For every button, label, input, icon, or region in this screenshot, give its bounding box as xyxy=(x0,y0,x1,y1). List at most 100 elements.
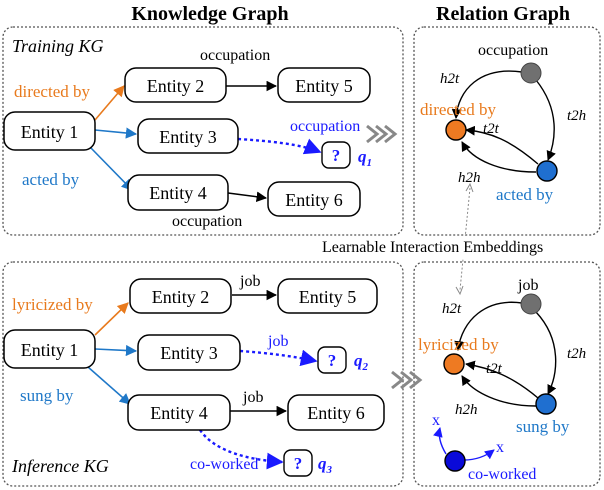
edge-co-worked-query xyxy=(199,429,284,470)
relation-graph-bottom-panel xyxy=(413,261,601,487)
edge-job-query xyxy=(239,349,318,367)
training-entity-1 xyxy=(3,111,96,151)
label-job-bottom: job xyxy=(242,389,263,406)
label-sung-by: sung by xyxy=(20,386,74,405)
rg-bot-label-lyricized-by: lyricized by xyxy=(418,335,499,354)
inference-entity-2 xyxy=(129,278,232,314)
inference-entity-1-label: Entity 1 xyxy=(21,340,79,360)
inference-entity-3 xyxy=(137,334,241,371)
training-entity-1-label: Entity 1 xyxy=(21,122,79,142)
query-q3-label: q3 xyxy=(318,454,333,476)
inference-entity-3-label: Entity 3 xyxy=(160,343,218,363)
rg-bot-node-co-worked xyxy=(444,450,466,472)
rg-bot-label-sung-by: sung by xyxy=(516,417,570,436)
rg-top-label-occupation: occupation xyxy=(478,42,548,59)
edge-acted-by xyxy=(89,146,133,191)
label-lyricized-by: lyricized by xyxy=(12,295,93,314)
inference-entity-5 xyxy=(277,278,378,314)
training-kg-panel xyxy=(2,26,404,236)
training-entity-5 xyxy=(277,67,371,103)
training-kg-title: Training KG xyxy=(12,36,104,56)
rg-bot-edge-t2t xyxy=(465,360,539,399)
rg-top-edge-h2t xyxy=(451,70,523,119)
interaction-label: Learnable Interaction Embeddings xyxy=(322,239,543,256)
edge-lyricized-by xyxy=(94,302,129,336)
rg-top-label-directed-by: directed by xyxy=(420,100,496,119)
query-q1-mark: ? xyxy=(332,146,341,165)
query-q2-box xyxy=(317,346,347,374)
training-entity-2-label: Entity 2 xyxy=(147,76,205,96)
label-occupation-top: occupation xyxy=(200,47,270,64)
rg-bot-edge-label-t2h: t2h xyxy=(567,346,586,362)
transform-chevrons-bottom xyxy=(391,370,423,390)
edge-inf-entity1-entity3 xyxy=(94,344,138,357)
rg-bot-label-co-worked: co-worked xyxy=(468,466,536,483)
rg-top-edge-t2h xyxy=(535,79,556,161)
label-directed-by: directed by xyxy=(14,82,90,101)
interaction-label-bg xyxy=(318,236,596,258)
edge-directed-by xyxy=(94,85,125,121)
rg-bot-edge-label-x-left: x xyxy=(432,412,440,429)
training-entity-4 xyxy=(127,174,229,211)
label-job-top: job xyxy=(239,273,260,290)
knowledge-graph-header: Knowledge Graph xyxy=(131,3,288,25)
rg-bot-node-lyricized-by xyxy=(443,353,465,375)
training-entity-2 xyxy=(124,67,227,103)
rg-bot-edge-label-h2h: h2h xyxy=(455,402,478,418)
rg-bot-edge-label-h2t: h2t xyxy=(442,301,462,317)
rg-bot-edge-h2t xyxy=(454,301,523,351)
inference-entity-4 xyxy=(127,394,231,431)
rg-bot-label-job: job xyxy=(517,277,538,294)
inference-entity-4-label: Entity 4 xyxy=(150,403,208,423)
training-entity-5-label: Entity 5 xyxy=(295,76,353,96)
rg-top-label-acted-by: acted by xyxy=(496,185,554,204)
training-entity-4-label: Entity 4 xyxy=(149,183,207,203)
inference-entity-5-label: Entity 5 xyxy=(299,287,357,307)
interaction-link xyxy=(459,187,471,291)
training-entity-6-label: Entity 6 xyxy=(285,190,343,210)
rg-top-edge-label-t2h: t2h xyxy=(567,108,586,124)
rg-top-edge-t2t xyxy=(465,125,539,165)
label-occupation-bottom: occupation xyxy=(172,213,242,230)
rg-top-edge-label-h2t: h2t xyxy=(440,71,460,87)
inference-entity-6 xyxy=(287,394,385,431)
rg-bot-edge-h2h xyxy=(461,375,537,407)
inference-kg-title: Inference KG xyxy=(11,456,109,476)
rg-bot-edge-x-left xyxy=(433,427,447,455)
rg-bot-edge-label-t2t: t2t xyxy=(486,361,503,377)
label-acted-by: acted by xyxy=(22,170,80,189)
relation-graph-top-panel xyxy=(413,26,601,236)
rg-bot-edge-label-x-right: x xyxy=(496,439,504,456)
transform-chevrons-top xyxy=(366,124,398,144)
query-q3-mark: ? xyxy=(294,454,303,473)
rg-bot-edge-t2h xyxy=(535,311,557,395)
edge-entity1-entity3 xyxy=(94,127,138,139)
query-q1-box xyxy=(321,141,351,169)
label-job-query: job xyxy=(267,333,288,350)
inference-entity-6-label: Entity 6 xyxy=(307,403,365,423)
query-q2-mark: ? xyxy=(328,351,337,370)
label-occupation-query: occupation xyxy=(290,118,360,135)
edge-sung-by xyxy=(87,366,131,405)
rg-bot-node-sung-by xyxy=(535,393,557,415)
edge-occupation-query xyxy=(237,137,322,155)
rg-bot-edge-x-right xyxy=(463,449,495,461)
label-co-worked: co-worked xyxy=(190,456,258,473)
inference-entity-1 xyxy=(3,329,96,369)
rg-top-node-acted-by xyxy=(536,160,558,182)
training-entity-6 xyxy=(267,181,361,217)
rg-top-edge-label-h2h: h2h xyxy=(458,170,481,186)
query-q1-label: q1 xyxy=(358,147,372,169)
training-entity-3-label: Entity 3 xyxy=(159,127,217,147)
inference-entity-2-label: Entity 2 xyxy=(152,287,210,307)
query-q2-label: q2 xyxy=(354,351,369,373)
rg-top-node-occupation xyxy=(520,62,542,84)
rg-top-edge-h2h xyxy=(461,141,537,173)
query-q3-box xyxy=(283,449,313,477)
rg-top-edge-label-t2t: t2t xyxy=(483,121,500,137)
rg-top-node-directed-by xyxy=(445,119,467,141)
relation-graph-header: Relation Graph xyxy=(436,3,570,25)
training-entity-3 xyxy=(137,118,239,154)
edge-occupation-bottom xyxy=(227,191,268,202)
rg-bot-node-job xyxy=(520,293,542,315)
